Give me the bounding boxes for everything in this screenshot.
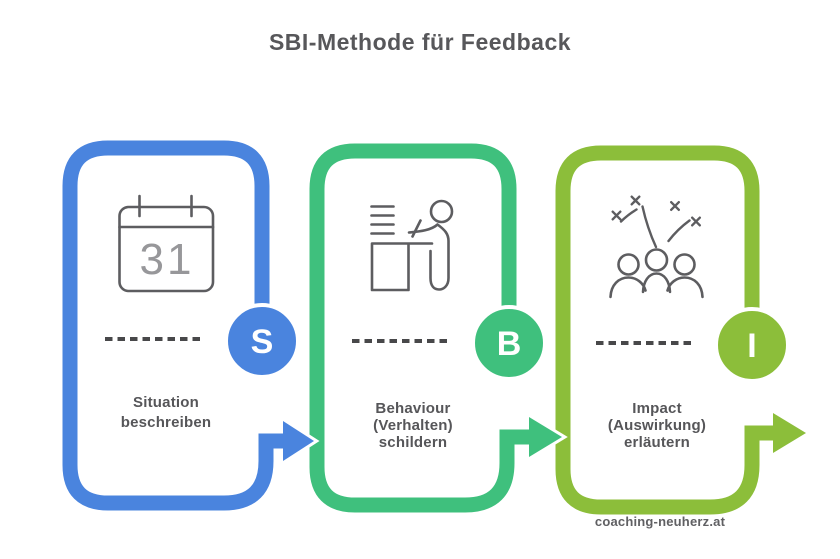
speaker-head xyxy=(429,199,454,224)
step-badge-b xyxy=(471,305,547,381)
audience-shoulders xyxy=(609,272,704,299)
impact-x-marks xyxy=(611,195,701,227)
step-card-behaviour: B Behaviour (Verhalten) schildern xyxy=(306,140,568,516)
speaker-arm xyxy=(411,219,422,238)
step-label-line: Situation xyxy=(133,394,199,411)
arrow-right-icon xyxy=(529,417,562,457)
step-badge-i xyxy=(714,307,790,383)
step-card-situation: 31 S Situation beschreiben xyxy=(59,137,320,514)
step-letter-b: B xyxy=(497,325,522,363)
arrow-right-icon xyxy=(773,413,806,453)
card-border xyxy=(62,140,285,511)
step-label-line: schildern xyxy=(379,434,448,451)
step-label-line: Behaviour xyxy=(375,400,450,417)
speech-lines xyxy=(370,205,395,235)
audience-head-right xyxy=(673,253,696,276)
step-label-line: Impact xyxy=(632,400,682,417)
card-border xyxy=(555,145,775,515)
audience-head-left xyxy=(617,253,640,276)
audience-head-center xyxy=(644,248,669,272)
step-letter-s: S xyxy=(251,323,274,361)
step-label-line: beschreiben xyxy=(121,414,212,431)
calendar-hanger-ticks xyxy=(138,194,193,218)
impact-trajectory-lines xyxy=(619,205,691,249)
speaker-body xyxy=(407,223,450,291)
step-label-line: erläutern xyxy=(624,434,690,451)
speaker-at-lectern-icon xyxy=(370,199,454,292)
step-label-line: (Verhalten) xyxy=(373,417,453,434)
step-card-impact: I Impact (Auswirkung) erläutern xyxy=(552,142,812,518)
calendar-day-text: 31 xyxy=(140,235,195,284)
step-label-line: (Auswirkung) xyxy=(608,417,706,434)
step-badge-s xyxy=(224,303,300,379)
page-title: SBI-Methode für Feedback xyxy=(269,29,571,55)
audience-impact-icon xyxy=(609,195,704,299)
calendar-icon: 31 xyxy=(118,194,215,293)
step-letter-i: I xyxy=(747,327,756,365)
arrow-right-icon xyxy=(283,421,314,461)
watermark-text: coaching-neuherz.at xyxy=(595,514,726,529)
calendar-body xyxy=(118,205,215,293)
card-border xyxy=(309,143,531,513)
lectern-desk xyxy=(370,242,434,292)
